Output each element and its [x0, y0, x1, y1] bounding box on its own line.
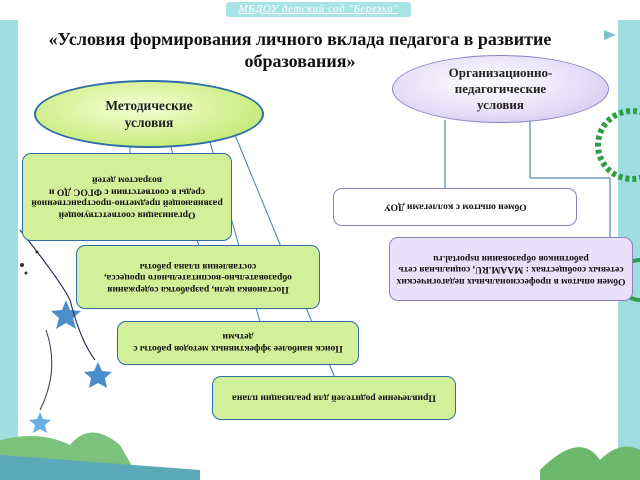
header-label: МБДОУ детский сад "Березка" [238, 3, 399, 15]
methodical-item-1: Организация соответствующей развивающей … [22, 153, 232, 241]
organizational-item-2-text: Обмен опытом в профессиональных педагоги… [396, 252, 626, 287]
organizational-item-1: Обмен опытом с коллегами ДОУ [333, 188, 577, 226]
organizational-item-2: Обмен опытом в профессиональных педагоги… [389, 237, 633, 301]
node-organizational: Организационно-педагогические условия [392, 55, 609, 123]
methodical-item-3-text: Поиск наиболее эффективных методов работ… [133, 332, 343, 355]
methodical-item-3: Поиск наиболее эффективных методов работ… [117, 321, 359, 365]
header-bar [226, 2, 411, 17]
node-organizational-label: Организационно-педагогические условия [448, 65, 553, 112]
node-methodical-label: Методические условия [105, 98, 193, 130]
methodical-item-4: Привлечение родителей для реализации пла… [212, 376, 456, 420]
page-title: «Условия формирования личного вклада пед… [48, 29, 552, 71]
methodical-item-2: Постановка цели, разработка содержания о… [76, 245, 320, 309]
methodical-item-1-text: Организация соответствующей развивающей … [31, 174, 223, 221]
methodical-item-4-text: Привлечение родителей для реализации пла… [232, 392, 436, 404]
node-methodical: Методические условия [34, 80, 264, 148]
methodical-item-2-text: Постановка цели, разработка содержания о… [104, 260, 292, 295]
organizational-item-1-text: Обмен опытом с коллегами ДОУ [383, 201, 527, 213]
